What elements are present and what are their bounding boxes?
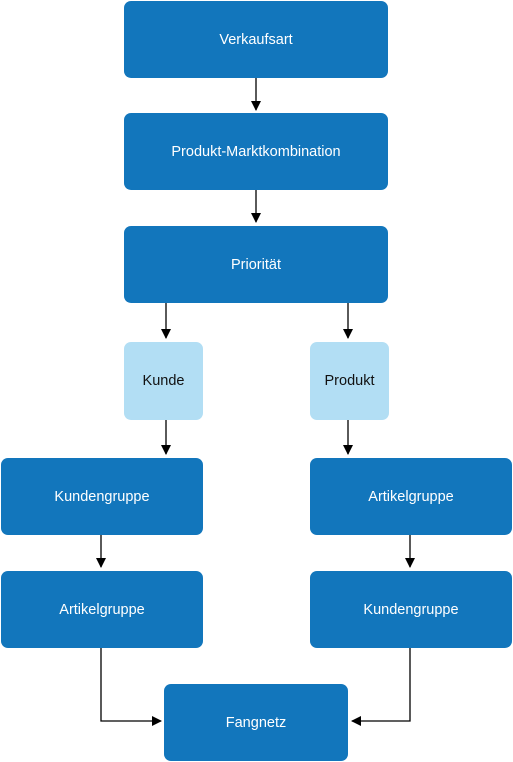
node-fangnetz: Fangnetz	[164, 684, 348, 761]
node-left-artikelgruppe: Artikelgruppe	[1, 571, 203, 648]
arrow-right-kundengruppe-to-fangnetz	[351, 648, 411, 726]
node-produkt-marktkombination: Produkt-Marktkombination	[124, 113, 388, 190]
node-right-artikelgruppe: Artikelgruppe	[310, 458, 512, 535]
node-produkt: Produkt	[310, 342, 389, 420]
node-prioritaet: Priorität	[124, 226, 388, 303]
node-right-kundengruppe: Kundengruppe	[310, 571, 512, 648]
node-kunde: Kunde	[124, 342, 203, 420]
node-left-kundengruppe: Kundengruppe	[1, 458, 203, 535]
node-verkaufsart: Verkaufsart	[124, 1, 388, 78]
arrow-left-artikelgruppe-to-fangnetz	[100, 648, 162, 726]
